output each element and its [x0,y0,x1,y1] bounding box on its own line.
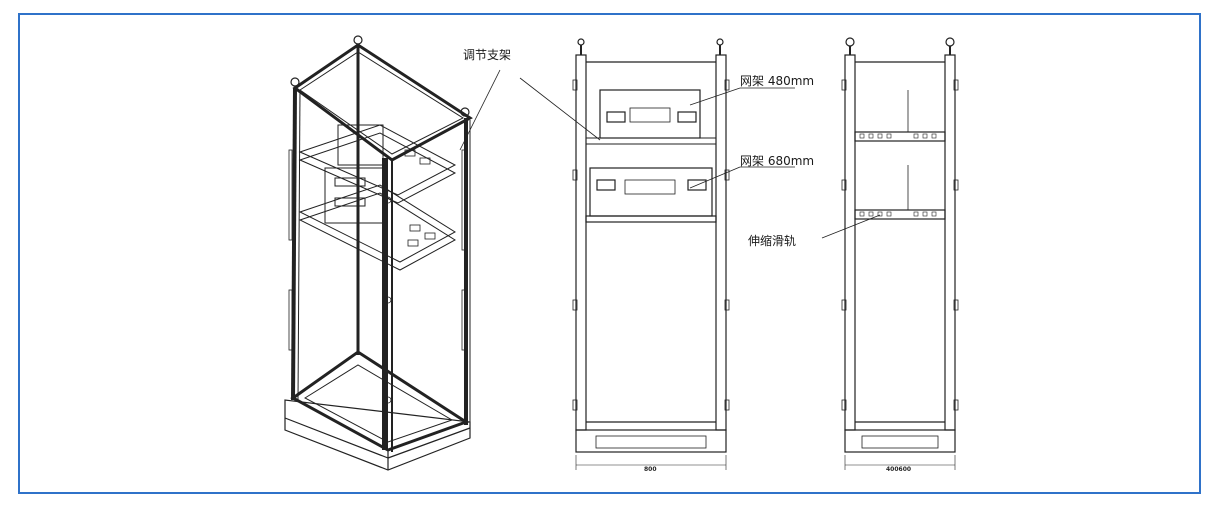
telescopic-rail-label: 伸缩滑轨 [748,234,797,248]
telescopic-rail-leader [821,214,881,239]
net-frame-680-label: 网架 680mm [740,154,815,168]
isometric-cabinet [284,35,473,471]
adjust-bracket-leader [459,69,501,151]
side-width-dimension: 400600 [886,466,912,473]
net-frame-680-leader [689,166,741,189]
front-view-cabinet [572,38,730,470]
net-frame-480-leader [689,87,741,106]
adjust-bracket-leader-2 [519,77,601,141]
side-view-cabinet [841,37,959,470]
front-width-dimension: 800 [644,466,657,473]
drawing-frame [18,13,1201,494]
adjust-bracket-label: 调节支架 [463,48,512,62]
net-frame-480-label: 网架 480mm [740,74,815,88]
